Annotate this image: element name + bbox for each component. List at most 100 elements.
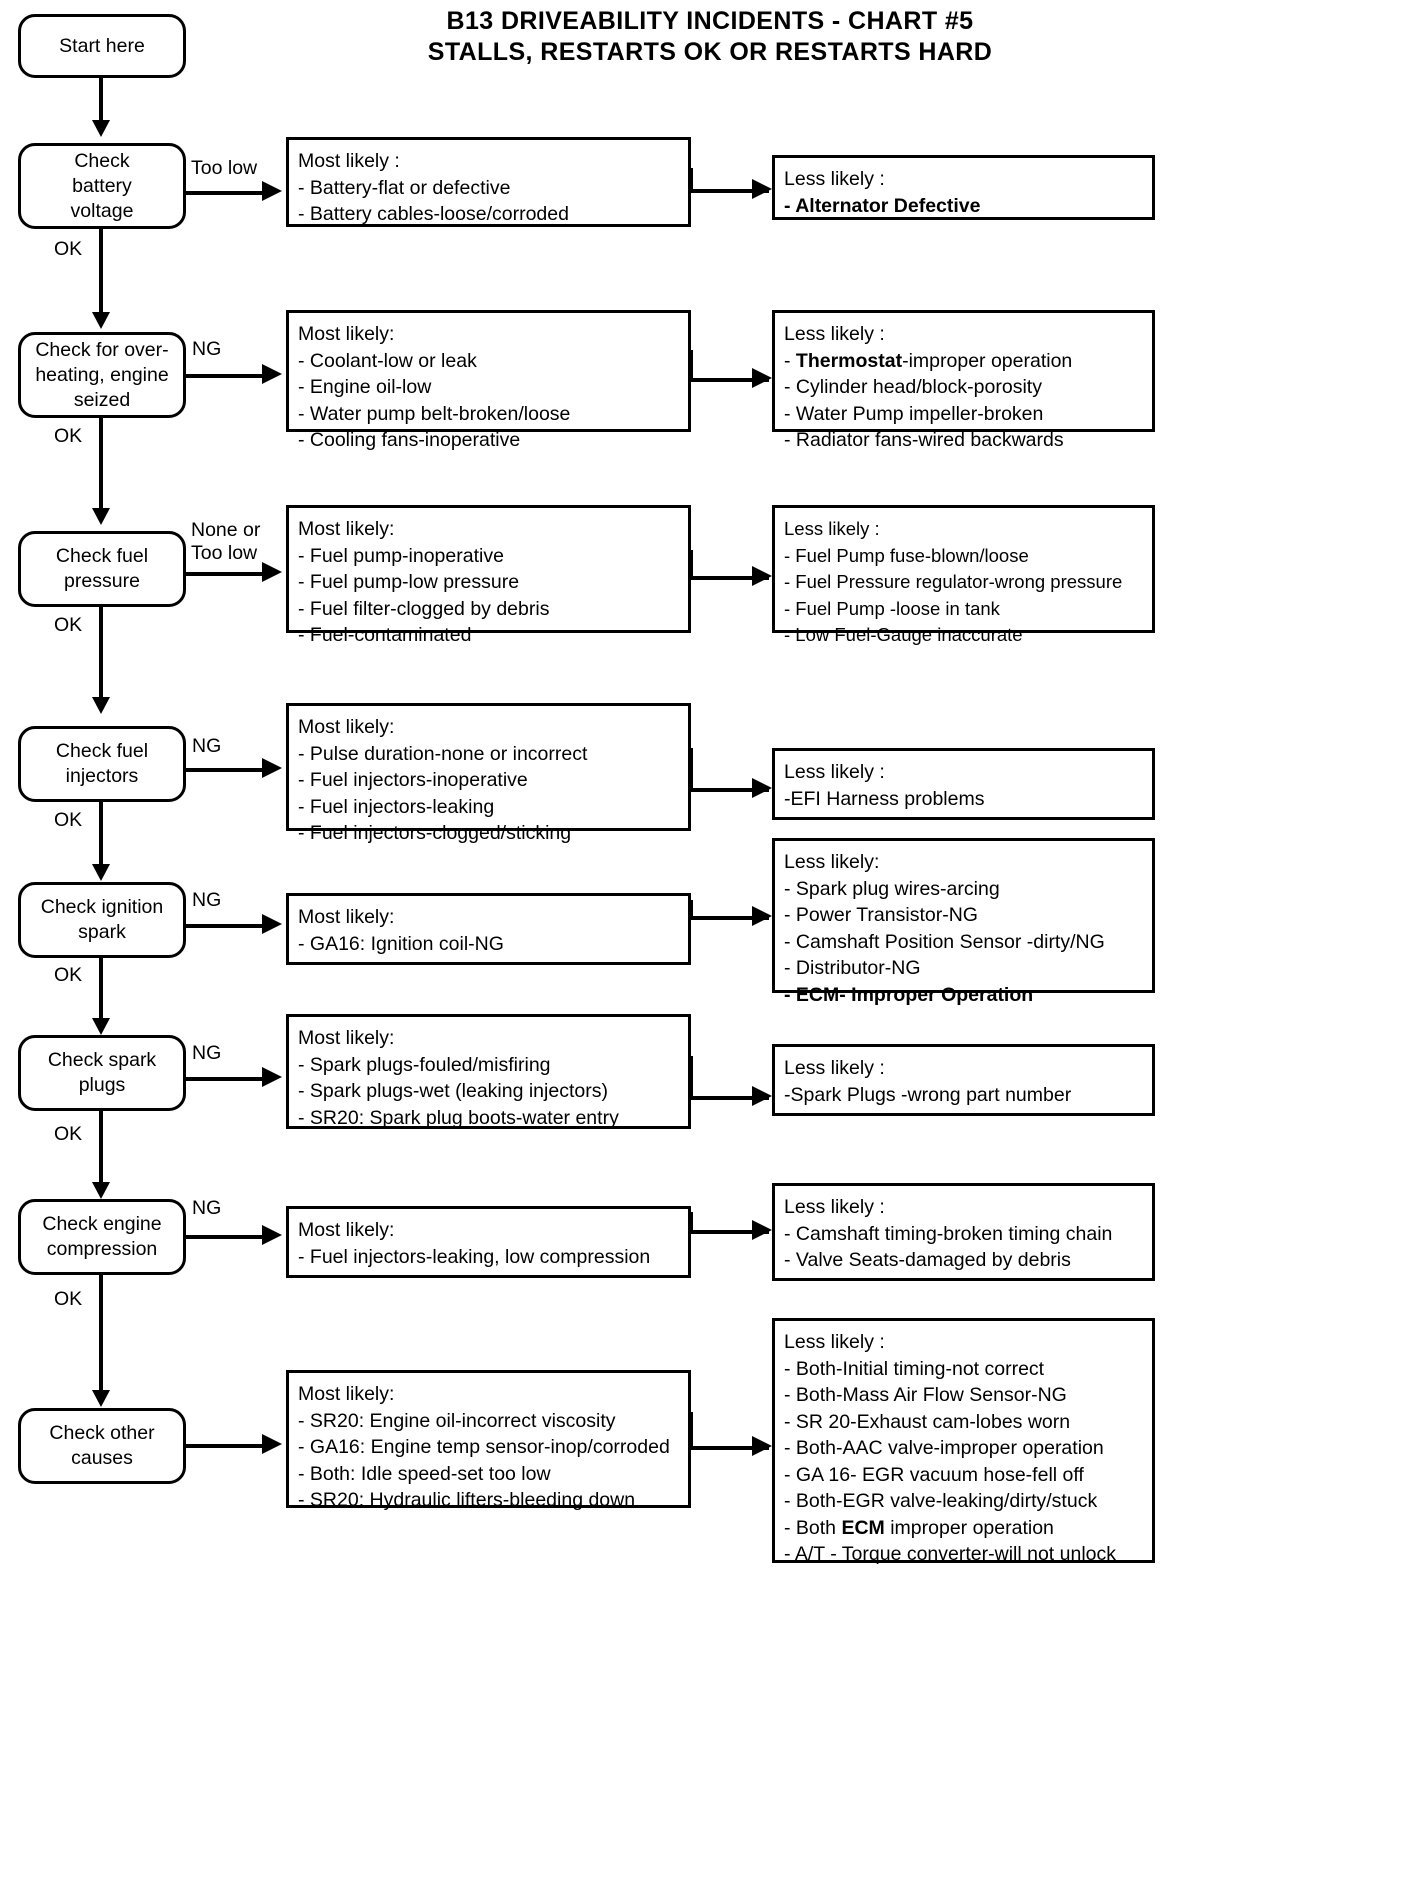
node-check-fuel-injectors-line-2: injectors — [65, 765, 139, 787]
panel-injectors-most-likely-header: Most likely: — [298, 716, 395, 738]
title-line-1: B13 DRIVEABILITY INCIDENTS - CHART #5 — [446, 7, 974, 35]
panel-fuelpress-most-likely-item-1: - Fuel pump-low pressure — [298, 571, 520, 593]
edge-label-fuelpress-none-or-too-low: None or Too low — [191, 519, 260, 565]
title-line-2: STALLS, RESTARTS OK OR RESTARTS HARD — [427, 38, 993, 66]
panel-overheat-most-likely-item-1: - Engine oil-low — [298, 376, 432, 398]
node-check-fuel-injectors[interactable]: Check fuel injectors — [18, 726, 186, 802]
panel-injectors-less-likely-header: Less likely : — [784, 761, 885, 783]
panel-fuelpress-most-likely-item-0: - Fuel pump-inoperative — [298, 544, 504, 567]
edge-label-ignition-ng: NG — [192, 889, 222, 911]
panel-other-most-likely-item-1: - GA16: Engine temp sensor-inop/corroded — [298, 1436, 670, 1458]
arrow-ignition-ml-to-ll — [752, 906, 772, 926]
edge-label-fuelpress-line-2: Too low — [191, 542, 258, 564]
connector-fuelpress-ml-to-ll — [689, 576, 769, 580]
connector-injectors-to-ignition — [99, 802, 103, 872]
panel-compression-most-likely-header: Most likely: — [298, 1219, 395, 1241]
node-check-overheating[interactable]: Check for over- heating, engine seized — [18, 332, 186, 418]
arrow-fuelpress-ml-to-ll — [752, 566, 772, 586]
panel-compression-most-likely-item-0: - Fuel injectors-leaking, low compressio… — [298, 1245, 651, 1268]
panel-fuelpress-less-likely-item-3: - Low Fuel-Gauge inaccurate — [784, 624, 1023, 645]
panel-overheat-most-likely: Most likely: - Coolant-low or leak - Eng… — [286, 310, 691, 451]
panel-injectors-most-likely-item-0: - Pulse duration-none or incorrect — [298, 742, 588, 765]
node-check-battery-voltage[interactable]: Check battery voltage — [18, 143, 186, 229]
edge-label-compression-ng: NG — [192, 1197, 222, 1219]
node-check-spark-plugs[interactable]: Check spark plugs — [18, 1035, 186, 1111]
panel-injectors-less-likely-item-0: -EFI Harness problems — [784, 787, 985, 810]
panel-fuelpress-less-likely-item-0: - Fuel Pump fuse-blown/loose — [784, 544, 1029, 566]
node-check-ignition-spark-line-1: Check ignition — [40, 896, 164, 918]
connector-other-ml-down — [689, 1412, 693, 1450]
panel-other-most-likely-header: Most likely: — [298, 1383, 395, 1405]
connector-overheat-ml-to-ll — [689, 378, 769, 382]
connector-sparkplugs-to-compression — [99, 1111, 103, 1189]
edge-label-ok-overheat: OK — [54, 425, 83, 447]
panel-other-less-likely-item-5: - Both-EGR valve-leaking/dirty/stuck — [784, 1490, 1098, 1512]
arrow-ignition-to-most-likely — [262, 914, 282, 934]
connector-battery-ml-down — [689, 168, 693, 192]
panel-other-most-likely-item-2: - Both: Idle speed-set too low — [298, 1462, 551, 1485]
panel-injectors-most-likely-item-3: - Fuel injectors-clogged/sticking — [298, 822, 572, 844]
panel-battery-less-likely-item-0: - Alternator Defective — [784, 194, 981, 217]
node-check-fuel-pressure-line-2: pressure — [64, 570, 140, 592]
panel-sparkplugs-most-likely-item-0: - Spark plugs-fouled/misfiring — [298, 1053, 551, 1076]
edge-label-ok-sparkplugs: OK — [54, 1123, 83, 1145]
connector-overheat-to-most-likely — [186, 374, 266, 378]
arrow-injectors-to-ignition — [92, 864, 110, 881]
suffix-ecm: improper operation — [884, 1516, 1054, 1539]
panel-injectors-most-likely-item-2: - Fuel injectors-leaking — [298, 795, 495, 818]
node-check-other-causes[interactable]: Check other causes — [18, 1408, 186, 1484]
arrow-battery-ml-to-ll — [752, 179, 772, 199]
panel-battery-less-likely-header: Less likely : — [784, 168, 885, 190]
prefix-both: - Both — [784, 1516, 842, 1539]
connector-start-to-battery — [99, 78, 103, 126]
panel-fuelpress-most-likely-item-2: - Fuel filter-clogged by debris — [298, 597, 550, 620]
connector-battery-ml-to-ll — [689, 189, 769, 193]
bold-ecm: ECM — [841, 1516, 885, 1539]
arrow-fuelpress-to-injectors — [92, 697, 110, 714]
panel-other-less-likely-item-6: - Both ECM improper operation — [784, 1515, 1152, 1542]
node-check-spark-plugs-line-2: plugs — [78, 1074, 126, 1096]
node-check-fuel-pressure[interactable]: Check fuel pressure — [18, 531, 186, 607]
panel-injectors-less-likely: Less likely : -EFI Harness problems — [772, 748, 1155, 820]
panel-other-less-likely-item-7: - A/T - Torque converter-will not unlock — [784, 1543, 1117, 1565]
connector-other-ml-to-ll — [689, 1446, 769, 1450]
node-check-engine-compression[interactable]: Check engine compression — [18, 1199, 186, 1275]
node-check-ignition-spark[interactable]: Check ignition spark — [18, 882, 186, 958]
panel-fuelpress-less-likely: Less likely : - Fuel Pump fuse-blown/loo… — [772, 505, 1155, 645]
node-check-battery-voltage-line-1: Check — [74, 149, 130, 172]
panel-sparkplugs-most-likely-header: Most likely: — [298, 1027, 395, 1049]
node-check-spark-plugs-line-1: Check spark — [47, 1049, 157, 1071]
connector-battery-to-most-likely — [186, 191, 266, 195]
panel-fuelpress-most-likely: Most likely: - Fuel pump-inoperative - F… — [286, 505, 691, 646]
edge-label-injectors-ng: NG — [192, 735, 222, 757]
panel-overheat-most-likely-item-2: - Water pump belt-broken/loose — [298, 402, 571, 425]
panel-compression-less-likely-item-0: - Camshaft timing-broken timing chain — [784, 1222, 1113, 1245]
panel-other-less-likely-item-0: - Both-Initial timing-not correct — [784, 1357, 1045, 1380]
connector-ignition-to-most-likely — [186, 924, 266, 928]
connector-fuelpress-ml-down — [689, 550, 693, 580]
panel-sparkplugs-most-likely-item-1: - Spark plugs-wet (leaking injectors) — [298, 1080, 608, 1102]
panel-other-less-likely-item-2: - SR 20-Exhaust cam-lobes worn — [784, 1410, 1071, 1433]
panel-compression-less-likely: Less likely : - Camshaft timing-broken t… — [772, 1183, 1155, 1281]
panel-other-most-likely-item-3: - SR20: Hydraulic lifters-bleeding down — [298, 1489, 636, 1511]
panel-fuelpress-most-likely-item-3: - Fuel-contaminated — [298, 624, 472, 646]
panel-other-less-likely-item-4: - GA 16- EGR vacuum hose-fell off — [784, 1463, 1084, 1486]
edge-label-sparkplugs-ng: NG — [192, 1042, 222, 1064]
arrow-overheat-ml-to-ll — [752, 368, 772, 388]
page-title: B13 DRIVEABILITY INCIDENTS - CHART #5 ST… — [330, 6, 1090, 68]
panel-overheat-less-likely-item-1: - Cylinder head/block-porosity — [784, 376, 1042, 398]
panel-overheat-most-likely-item-0: - Coolant-low or leak — [298, 349, 477, 372]
edge-label-overheat-ng: NG — [192, 338, 222, 360]
prefix-dash: - — [784, 349, 796, 372]
arrow-ignition-to-sparkplugs — [92, 1018, 110, 1035]
panel-other-less-likely-item-3: - Both-AAC valve-improper operation — [784, 1437, 1104, 1459]
edge-label-fuelpress-line-1: None or — [191, 519, 261, 541]
arrow-fuelpress-to-most-likely — [262, 562, 282, 582]
panel-ignition-less-likely-item-1: - Power Transistor-NG — [784, 904, 978, 926]
panel-other-most-likely-item-0: - SR20: Engine oil-incorrect viscosity — [298, 1409, 616, 1432]
arrow-sparkplugs-to-compression — [92, 1182, 110, 1199]
node-start-here[interactable]: Start here — [18, 14, 186, 78]
node-check-engine-compression-line-1: Check engine — [42, 1213, 162, 1235]
panel-sparkplugs-less-likely-header: Less likely : — [784, 1057, 885, 1079]
panel-ignition-most-likely: Most likely: - GA16: Ignition coil-NG — [286, 893, 691, 965]
